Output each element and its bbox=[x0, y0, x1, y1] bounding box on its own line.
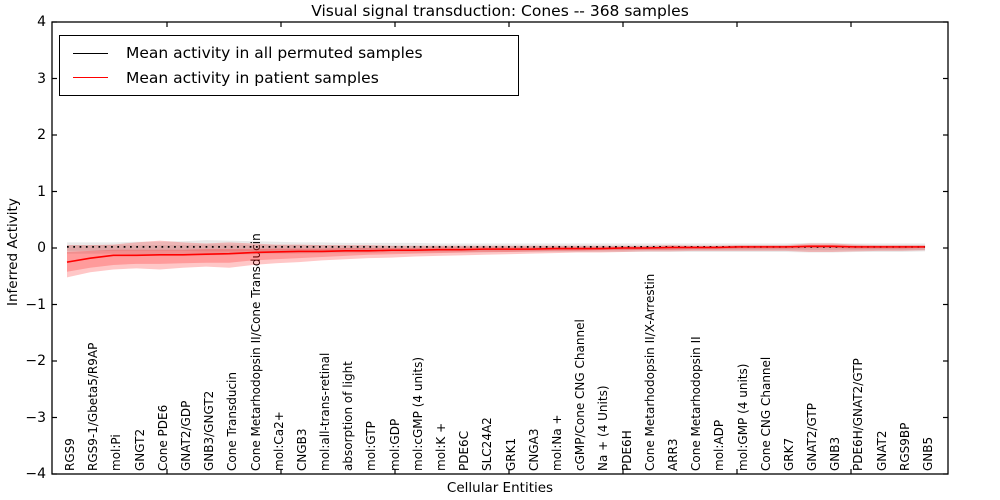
x-tick-label: mol:GMP (4 units) bbox=[735, 363, 750, 471]
x-tick-label: RGS9-1/Gbeta5/R9AP bbox=[86, 342, 101, 471]
x-tick-label: CNGB3 bbox=[294, 428, 309, 471]
x-tick-label: mol:K + bbox=[434, 422, 449, 471]
x-tick-label: GNAT2/GTP bbox=[805, 403, 820, 471]
x-tick-label: GNAT2/GDP bbox=[178, 400, 193, 471]
legend-label-patient: Mean activity in patient samples bbox=[126, 68, 379, 87]
x-tick-label: mol:Pi bbox=[109, 434, 124, 471]
y-tick-label: 1 bbox=[37, 183, 46, 200]
x-tick-label: Cone Transducin bbox=[225, 372, 240, 471]
x-tick-label: GRK1 bbox=[503, 437, 518, 471]
permuted-band-inner bbox=[67, 244, 926, 252]
legend-entry-patient: Mean activity in patient samples bbox=[73, 69, 518, 87]
legend-label-permuted: Mean activity in all permuted samples bbox=[126, 44, 423, 63]
legend: Mean activity in all permuted samples Me… bbox=[59, 35, 519, 96]
x-tick-label: GNB5 bbox=[921, 436, 936, 471]
x-tick-label: Cone Metarhodopsin II/X-Arrestin bbox=[642, 273, 657, 471]
x-tick-label: mol:GTP bbox=[364, 421, 379, 471]
y-tick-label: −3 bbox=[25, 409, 46, 426]
x-tick-label: Cone PDE6 bbox=[155, 404, 170, 471]
x-tick-label: ARR3 bbox=[665, 438, 680, 471]
y-tick-label: 4 bbox=[37, 14, 46, 30]
patient-line-swatch bbox=[73, 77, 108, 79]
x-tick-label: mol:cGMP (4 units) bbox=[410, 356, 425, 471]
y-tick-label: −1 bbox=[25, 296, 46, 313]
x-tick-label: GNB3/GNGT2 bbox=[202, 390, 217, 471]
x-tick-label: GNGT2 bbox=[132, 428, 147, 471]
x-tick-label: absorption of light bbox=[341, 361, 356, 471]
x-tick-label: Na + (4 Units) bbox=[596, 385, 611, 471]
x-tick-label: Cone Metarhodopsin II/Cone Transducin bbox=[248, 233, 263, 471]
y-tick-label: 2 bbox=[37, 127, 46, 143]
x-tick-label: PDE6C bbox=[457, 430, 472, 471]
x-tick-label: RGS9 bbox=[63, 438, 77, 471]
x-tick-label: mol:Ca2+ bbox=[271, 411, 286, 471]
patient-band-outer bbox=[67, 240, 926, 278]
permuted-line-swatch bbox=[73, 52, 108, 54]
x-axis-label: Cellular Entities bbox=[446, 480, 554, 496]
permuted-band-outer bbox=[67, 240, 926, 256]
y-tick-label: 3 bbox=[37, 70, 46, 87]
x-tick-label: GRK7 bbox=[781, 437, 796, 471]
x-tick-label: RGS9BP bbox=[897, 422, 912, 471]
x-tick-label: mol:Na + bbox=[549, 414, 564, 471]
y-tick-label: −2 bbox=[25, 353, 46, 369]
x-tick-label: Cone CNG Channel bbox=[758, 356, 773, 471]
x-tick-label: mol:GDP bbox=[387, 418, 402, 471]
y-tick-label: −4 bbox=[25, 466, 46, 482]
patient-band-inner bbox=[67, 245, 926, 272]
patient-mean-line bbox=[66, 245, 926, 263]
x-tick-label: Cone Metarhodopsin II bbox=[689, 336, 704, 471]
x-tick-label: GNAT2 bbox=[874, 430, 889, 471]
x-tick-label: mol:all-trans-retinal bbox=[318, 352, 333, 471]
y-tick-label: 0 bbox=[37, 240, 46, 256]
chart-title: Visual signal transduction: Cones -- 368… bbox=[311, 2, 689, 20]
x-tick-label: CNGA3 bbox=[526, 428, 541, 472]
x-tick-label: PDE6H bbox=[619, 430, 634, 471]
x-tick-label: SLC24A2 bbox=[480, 417, 495, 471]
legend-entry-permuted: Mean activity in all permuted samples bbox=[73, 44, 518, 62]
x-tick-label: mol:ADP bbox=[712, 419, 727, 471]
x-tick-label: cGMP/Cone CNG Channel bbox=[573, 319, 588, 471]
x-tick-label: PDE6H/GNAT2/GTP bbox=[851, 358, 866, 471]
x-tick-label: GNB3 bbox=[828, 436, 843, 471]
